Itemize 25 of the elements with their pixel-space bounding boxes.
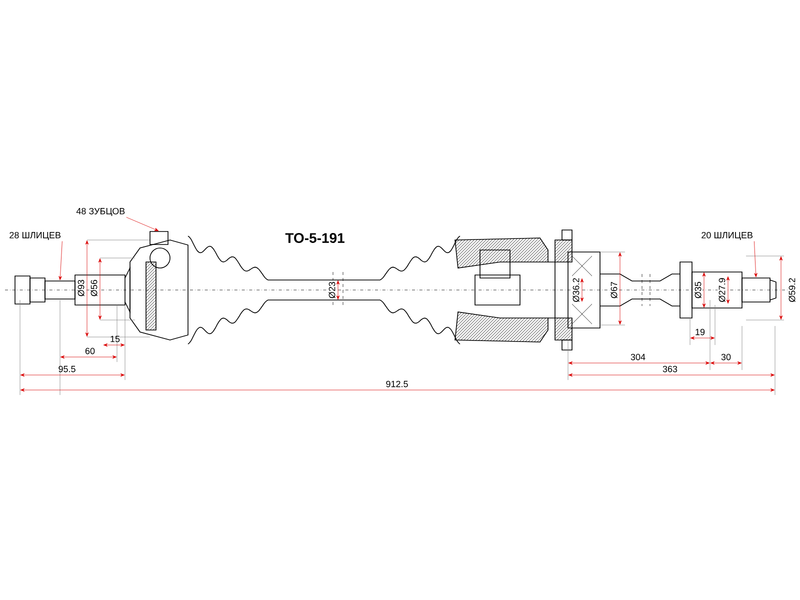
dimension-value: 19 — [696, 328, 705, 336]
diameter-label: Ø67 — [610, 280, 618, 300]
leader-line — [126, 217, 159, 232]
leader-text: 28 ШЛИЦЕВ — [10, 232, 61, 240]
dimension-value: 95.5 — [58, 366, 76, 372]
spline-shaft — [742, 278, 770, 302]
leader-line — [754, 241, 758, 278]
leader-text: 48 ЗУБЦОВ — [76, 208, 125, 216]
dimension-value: 15 — [110, 336, 120, 342]
leader-text: 20 ШЛИЦЕВ — [702, 232, 753, 240]
diameter-label: Ø56 — [90, 278, 98, 298]
dimension-value: 304 — [630, 354, 646, 360]
dimension-value: 30 — [721, 354, 731, 360]
gear-ring — [150, 231, 168, 245]
diameter-label: Ø36.2 — [572, 276, 580, 304]
dimension-value: 363 — [662, 366, 678, 372]
leader-line — [58, 241, 62, 280]
diameter-label: Ø59.2 — [788, 276, 796, 304]
spline-shaft — [44, 280, 76, 300]
diameter-label: Ø35 — [694, 280, 702, 300]
part-number: TO-5-191 — [285, 233, 344, 243]
dimension-value: 912.5 — [386, 380, 408, 388]
dimension-value: 60 — [85, 348, 95, 354]
diameter-label: Ø23 — [328, 280, 336, 300]
diameter-label: Ø27.9 — [718, 276, 726, 304]
